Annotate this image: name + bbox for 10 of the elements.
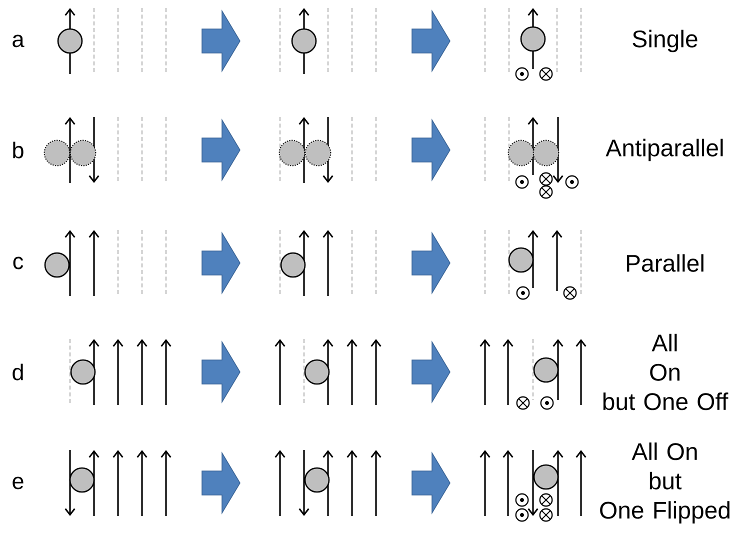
row-letter: e (12, 476, 24, 490)
row-letter: b (13, 142, 24, 158)
state-label: Antiparallel (606, 138, 723, 162)
state-label: All On but One Off (603, 334, 728, 410)
state-label: Parallel (626, 254, 704, 272)
state-label: All On but One Flipped (600, 442, 730, 524)
row-letter: c (13, 256, 24, 270)
row-letter: d (12, 364, 23, 380)
state-label: Single (632, 30, 698, 52)
row-letter: a (12, 34, 24, 48)
